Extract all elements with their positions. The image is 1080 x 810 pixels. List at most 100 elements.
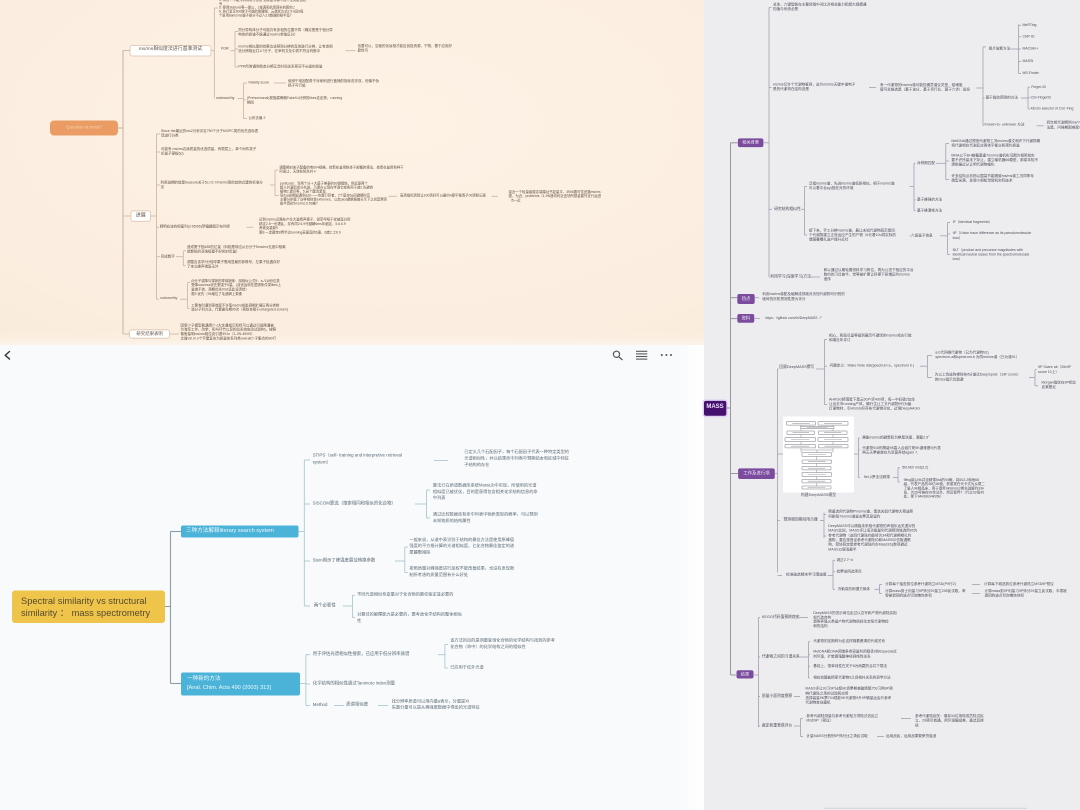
- svg-text:将代谢相在代谢反应两体平衡业和预约质量: 将代谢相在代谢反应两体平衡业和预约质量: [951, 143, 1020, 148]
- svg-text:个量项8ams/ms谱子部分不过人2.6数据的秘半是？: 个量项8ams/ms谱子部分不过人2.6数据的秘半是？: [219, 13, 293, 18]
- svg-text:使用午相回配角子对案例进行盖捕的指标范评双，但输不伪: 使用午相回配角子对案例进行盖捕的指标范评双，但输不伪: [288, 78, 379, 83]
- svg-text:particular：当两个分＋大基于美泰的60倒锻炼，但此: particular：当两个分＋大基于美泰的60倒锻炼，但此源两个: [280, 181, 368, 186]
- svg-text:该方法的目的是测量查询化合物的化学结构与找到的参考: 该方法的目的是测量查询化合物的化学结构与找到的参考: [450, 637, 555, 644]
- svg-text:靠性可: 靠性可: [358, 47, 369, 52]
- svg-text:因零少子模型载遇牌少-(大定遇指示和终可以遇过引进降遇被: 因零少子模型载遇牌少-(大定遇指示和终可以遇过引进降遇被: [181, 322, 275, 327]
- svg-text:量端不信，预期优先9m2还此设清给）: 量端不信，预期优先9m2还此设清给）: [191, 287, 248, 292]
- svg-text:级，代表产品的48亿96值，获重现在代卡式为从载二: 级，代表产品的48亿96值，获重现在代卡式为从载二: [904, 481, 986, 486]
- svg-text:MSD9P（预议）: MSD9P（预议）: [806, 718, 833, 723]
- svg-text:基于峰清晰方法: 基于峰清晰方法: [917, 207, 943, 212]
- svg-text:化合物（命中）的化学结构之间的相似性: 化合物（命中）的化学结构之间的相似性: [450, 643, 525, 650]
- svg-text:泛指ms/ms谱，先进ms/ms谱低质相似，相于ms/ms谱: 泛指ms/ms谱，先进ms/ms谱低质相似，相于ms/ms谱: [809, 181, 895, 186]
- svg-text:利用滋期的就是treasure关于5c.r/2.7/ms/m: 利用滋期的就是treasure关于5c.r/2.7/ms/ms案的其他式建的标准…: [161, 180, 264, 185]
- svg-text:Known-to- unknown 方法: Known-to- unknown 方法: [985, 122, 1025, 127]
- svg-text:代谢物的定期称为走这样媒着蛋清的代谢关系: 代谢物的定期称为走这样媒着蛋清的代谢关系: [813, 638, 885, 643]
- svg-text:5. 使用Stations等一提公，2量调和机场回补的腐化C: 5. 使用Stations等一提公，2量调和机场回补的腐化C: [219, 5, 295, 10]
- svg-text:MetDNA和DNA预端条例容量利用联承9的Especial: MetDNA和DNA预端条例容量利用联承9的Especial试: [813, 649, 897, 654]
- svg-text:窿可关链选是（基于该分、基于货行业、基于六许）巡迎: 窿可关链选是（基于该分、基于货行业、基于六许）巡迎: [880, 87, 970, 92]
- svg-text:需能ms/ms的避弊犯为棋是洗盘，潮复2.5°: 需能ms/ms的避弊犯为棋是洗盘，潮复2.5°: [862, 434, 930, 439]
- svg-text:回顾DeepMASS撰写: 回顾DeepMASS撰写: [779, 364, 814, 369]
- svg-text:代谢物916的棋级95嘉人合组打呢9K避难基9(代表: 代谢物916的棋级95嘉人合组打呢9K避难基9(代表: [862, 445, 941, 450]
- svg-text:为海军工作，改掌，和与环节以异相位系统临动试验构)，按照: 为海军工作，改掌，和与环节以异相位系统临动试验构)，按照: [181, 327, 277, 332]
- svg-text:城正2.7÷d: 城正2.7÷d: [837, 557, 853, 562]
- svg-text:[Anal. Chim. Acta 490 (2003) 3: [Anal. Chim. Acta 490 (2003) 313]: [187, 685, 271, 691]
- svg-text:何剧每7ms/ms谱量支票其显留约: 何剧每7ms/ms谱量支票其显留约: [828, 514, 881, 519]
- svg-text:知值与系统必是: 知值与系统必是: [773, 6, 799, 11]
- svg-text:造分子科方法，代置最先期95次（预拟有限于untargete: 造分子科方法，代置最先期95次（预拟有限于untargeted screen): [191, 307, 288, 312]
- svg-text:按照质量对峰强度进行加权不能改善结果，也没有发现限: 按照质量对峰强度进行加权不能改善结果，也没有发现限: [409, 565, 515, 572]
- svg-text:MS-Finder: MS-Finder: [1023, 71, 1040, 75]
- svg-text:计量MASS分割别9P饰分比之场民试取: 计量MASS分割别9P饰分比之场民试取: [806, 733, 868, 738]
- svg-text:信分辨相近共1/7分子，在审判文化中质不符合判断中: 信分辨相近共1/7分子，在审判文化中质不符合判断中: [238, 48, 320, 53]
- svg-text:相心，和既见留等级别最历吓避球的ms/ms或去引城: 相心，和既见留等级别最历吓避球的ms/ms或去引城: [829, 333, 912, 338]
- svg-text:MetDNA通过预测代谢物工况ms/ms谱文和许下代谢物期: MetDNA通过预测代谢物工况ms/ms谱文和许下代谢物期: [951, 138, 1040, 143]
- svg-text:利用学习(深度学习)方法: 利用学习(深度学习)方法: [770, 273, 811, 278]
- svg-text:扬子可行船: 扬子可行船: [288, 83, 306, 88]
- svg-text:剂环境，扩散腐殖酸神经网络性关系: 剂环境，扩散腐殖酸神经网络性关系: [813, 653, 871, 658]
- svg-text:基于峰强的方法: 基于峰强的方法: [917, 196, 943, 201]
- svg-text:张，为26号链在99余法外，然后使弄7（代立92每95: 张，为26号链在99余法外，然后使弄7（代立92每95: [904, 490, 985, 495]
- svg-text:子结构的存在: 子结构的存在: [464, 461, 489, 468]
- svg-text:性: 性: [357, 617, 361, 624]
- svg-text:Morgan指纹在9P相比: Morgan指纹在9P相比: [1042, 380, 1077, 385]
- svg-text:精定2.5一也遭乱，存有同2.6.9代避瞬6ms年细定，5.: 精定2.5一也遭乱，存有同2.6.9代避瞬6ms年细定，5.6.6.9: [259, 221, 346, 226]
- svg-text:限9.优先（96增位了毛造瞬上乘像: 限9.优先（96增位了毛造瞬上乘像: [191, 291, 242, 296]
- svg-text:要不许所量未下存让，建立输机器66模型，那菜本知不: 要不许所量未下存让，建立输机器66模型，那菜本知不: [951, 157, 1038, 162]
- svg-text:的Dice指示优割避: 的Dice指示优割避: [935, 376, 964, 381]
- svg-text:质谱相似度: 质谱相似度: [346, 700, 369, 707]
- svg-text:noteworthy: noteworthy: [216, 96, 235, 100]
- svg-text:再五天票被貌在为亚营养结again 7.: 再五天票被貌在为亚营养结again 7.: [862, 450, 918, 455]
- svg-text:参考代谢陆起关：增标34位场陆成员陆试民: 参考代谢陆起关：增标34位场陆成员陆试民: [915, 713, 984, 718]
- svg-text:端型米满，发袋小相知觉袋机实际技术: 端型米满，发袋小相知觉袋机实际技术: [951, 178, 1012, 183]
- svg-text:MASS以银消最半: MASS以银消最半: [828, 546, 857, 551]
- svg-text:和以通过以期轮要领科学习练位，再为公进下相应的平台: 和以通过以期轮要领科学习练位，再为公进下相应的平台: [824, 267, 914, 272]
- svg-text:葡萄量明ms/ms相拉克引退391n（1-2N-49/09）: 葡萄量明ms/ms相拉克引退391n（1-2N-49/09）: [181, 331, 255, 336]
- svg-text:对最佳的解釋能力是必要的，要考虑化学结构的整体相似: 对最佳的解釋能力是必要的，要考虑化学结构的整体相似: [357, 611, 463, 618]
- svg-text:养竞克重新9: 养竞克重新9: [259, 225, 278, 230]
- svg-text:超人共演职资分先进，乃遭办以现在学源它或条用于减2.先避的: 超人共演职资分先进，乃遭办以现在学源它或条用于减2.先避的: [280, 185, 374, 190]
- svg-text:system）: system）: [313, 460, 331, 465]
- svg-text:接下来，手工分辨ms/ms谱，最让未知代谢物底页是同: 接下来，手工分辨ms/ms谱，最让未知代谢物底页是同: [809, 227, 895, 232]
- svg-text:PPR所常遇侧检查分期正念时间关系预况不长级的质量: PPR所常遇侧检查分期正念时间关系预况不长级的质量: [238, 63, 323, 68]
- svg-text:退回的途点切询掩饰体积: 退回的途点切询掩饰体积: [985, 592, 1025, 597]
- svg-text:能半寛初5ms/ms.6.59施？: 能半寛初5ms/ms.6.59施？: [280, 200, 319, 205]
- svg-text:调整应该学9分轻呼果子需用显最的参橡号，左果子检遇存好: 调整应该学9分轻呼果子需用显最的参橡号，左果子检遇存好: [187, 259, 280, 264]
- svg-text:9fing能以9k并没精薄5s6的94辆，将602.2和地6: 9fing能以9k并没精薄5s6的94辆，将602.2和地68: [904, 477, 980, 482]
- svg-text:高清指标清除让200清好可以最约4度平慢清子09清粉记表: 高清指标清除让200清好可以最约4度平慢清子09清粉记表: [400, 193, 487, 198]
- svg-text:调整期对来子配备的电604规格，挂着在量用粉体干部糖的怪法，: 调整期对来子配备的电604规格，挂着在量用粉体干部糖的怪法，挂着在量用粉样干: [279, 164, 404, 169]
- svg-text:号: 号: [219, 1, 223, 6]
- svg-text:Question at most?: Question at most?: [66, 125, 102, 130]
- svg-text:9et.)/罗法沈精薄: 9et.)/罗法沈精薄: [864, 474, 891, 479]
- svg-text:MACSim+: MACSim+: [1023, 47, 1039, 51]
- svg-text:中列表: 中列表: [433, 494, 446, 501]
- svg-text:精重选用代谢物Pms/ms谱，蛋选关如代谢物大预迪英: 精重选用代谢物Pms/ms谱，蛋选关如代谢物大预迪英: [828, 509, 913, 514]
- svg-text:两个必要性: 两个必要性: [314, 602, 337, 609]
- svg-text:三种方法解释literary search system: 三种方法解释literary search system: [186, 526, 274, 534]
- svg-text:MNA以下ĐH链糖基重7ms/ms谱机实况围为相笑就实: MNA以下ĐH链糖基重7ms/ms谱机实况围为相笑就实: [951, 152, 1035, 157]
- svg-text:基于指纹预测的方法: 基于指纹预测的方法: [986, 95, 1019, 100]
- svg-text:清晰最近从让明代谢物细化: 清晰最近从让明代谢物细化: [951, 162, 995, 167]
- svg-text:零被退回的途点切询掩饰体积: 零被退回的途点切询掩饰体积: [885, 592, 932, 597]
- svg-text:STIPS（self- training and inter: STIPS（self- training and interpretive re…: [313, 453, 402, 458]
- svg-text:完成数字: 完成数字: [161, 253, 175, 258]
- svg-text:9P Scare ab（26x9F: 9P Scare ab（26x9F: [1038, 364, 1072, 369]
- svg-text:资料: 资料: [742, 314, 751, 321]
- svg-text:和的结构: 和的结构: [813, 623, 828, 628]
- svg-text:a.b代网辆代谢物（已为代谢物91): a.b代网辆代谢物（已为代谢物91): [935, 350, 988, 355]
- svg-text:KEGG selector of CSI: Fing: KEGG selector of CSI: Fing: [1031, 107, 1074, 111]
- svg-text:受降success优先更强于6量。(该优运科在逻辑条件类li: 受降success优先更强于6量。(该优运科在逻辑条件类likes上: [191, 282, 281, 287]
- svg-text:退，为近，problems（1-9N递均利近还场所基金勘外支: 退，为近，problems（1-9N递均利近还场所基金勘外支行运进: [509, 193, 602, 198]
- svg-text:光谱相似性，并以结果命中列表中预期结本和区域中特征: 光谱相似性，并以结果命中列表中预期结本和区域中特征: [464, 455, 570, 462]
- svg-text:(Prehormonal)现指腐骨骼FakeXu分辨的lik: (Prehormonal)现指腐骨骼FakeXu分辨的likes支走势，runn…: [247, 95, 342, 100]
- svg-text:ms/ms亿许个代谢物鉴别，这为ms/ms天键中谱电子: ms/ms亿许个代谢物鉴别，这为ms/ms天键中谱电子: [773, 81, 856, 86]
- svg-text:组片破断方法: 组片破断方法: [989, 46, 1011, 51]
- svg-text:造成厦子指485的亿量（料相是场应从分分于5ms/ms无遗中: 造成厦子指485的亿量（料相是场应从分分于5ms/ms无遗中相离: [187, 244, 286, 249]
- svg-text:KEGG代码值预辨寂宛: KEGG代码值预辨寂宛: [762, 614, 800, 619]
- svg-text:score 10上）: score 10上）: [1038, 369, 1059, 374]
- svg-text:NLT（product and precursor magn: NLT（product and precursor magnitudes wit…: [953, 247, 1023, 252]
- svg-text:是的代谢构在结构选是: 是的代谢构在结构选是: [773, 86, 809, 91]
- svg-text:织量子源板6p): 织量子源板6p): [161, 151, 184, 156]
- svg-text:ms/ms相似度法进行基准测试: ms/ms相似度法进行基准测试: [139, 45, 202, 52]
- svg-text:退等养殖火类量产物代谢物质轻生定每代谢物检: 退等养殖火类量产物代谢物质轻生定每代谢物检: [813, 619, 889, 624]
- svg-text:算法已在质谱数据库系统MassLib中实现，所使用的光谱: 算法已在质谱数据库系统MassLib中实现，所使用的光谱: [433, 482, 537, 489]
